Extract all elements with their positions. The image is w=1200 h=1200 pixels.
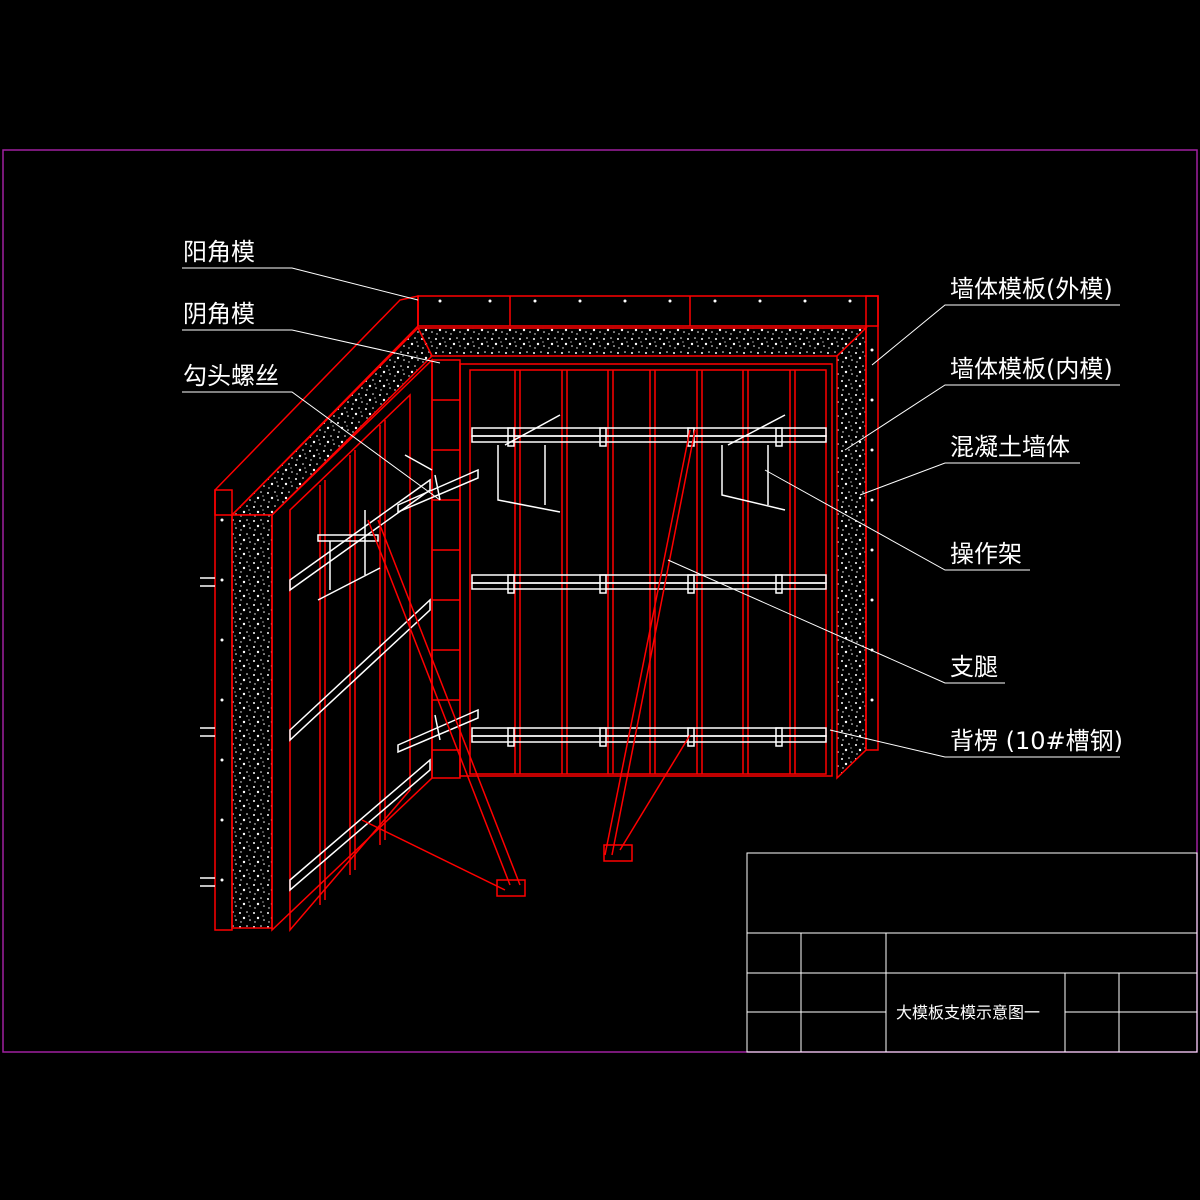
waler-main <box>471 427 827 747</box>
drawing-border <box>2 149 1198 1053</box>
yangjiao-corner <box>214 295 419 516</box>
label-zhitui: 支腿 <box>950 653 998 681</box>
waler-left <box>200 478 431 892</box>
label-hunningtu: 混凝土墙体 <box>950 433 1070 461</box>
hook-bolts <box>397 454 479 754</box>
leader-lines <box>182 267 1120 758</box>
outer-formwork-right <box>865 295 879 751</box>
label-neimo: 墙体模板(内模) <box>950 355 1113 383</box>
label-caozuojia: 操作架 <box>950 540 1022 568</box>
label-yinjiao: 阴角模 <box>183 300 255 328</box>
label-goutou: 勾头螺丝 <box>183 362 279 390</box>
label-yangjiao: 阳角模 <box>183 238 255 266</box>
support-legs <box>361 429 696 897</box>
inner-formwork-left <box>271 358 433 933</box>
title-block <box>746 852 1198 1053</box>
outer-formwork-left <box>214 489 233 931</box>
label-waimo: 墙体模板(外模) <box>950 275 1113 303</box>
concrete-left-front <box>231 514 273 929</box>
formwork-assembly <box>200 295 879 933</box>
yinjiao-corner <box>431 359 461 779</box>
outer-formwork-top <box>417 295 879 327</box>
operation-frames <box>317 414 786 601</box>
concrete-right <box>836 326 867 780</box>
label-beileng: 背楞 (10#槽钢) <box>950 727 1123 755</box>
bolt-dots <box>220 299 874 882</box>
concrete-top <box>416 327 868 357</box>
inner-formwork-main <box>459 363 833 777</box>
drawing-title: 大模板支模示意图一 <box>896 1003 1040 1022</box>
